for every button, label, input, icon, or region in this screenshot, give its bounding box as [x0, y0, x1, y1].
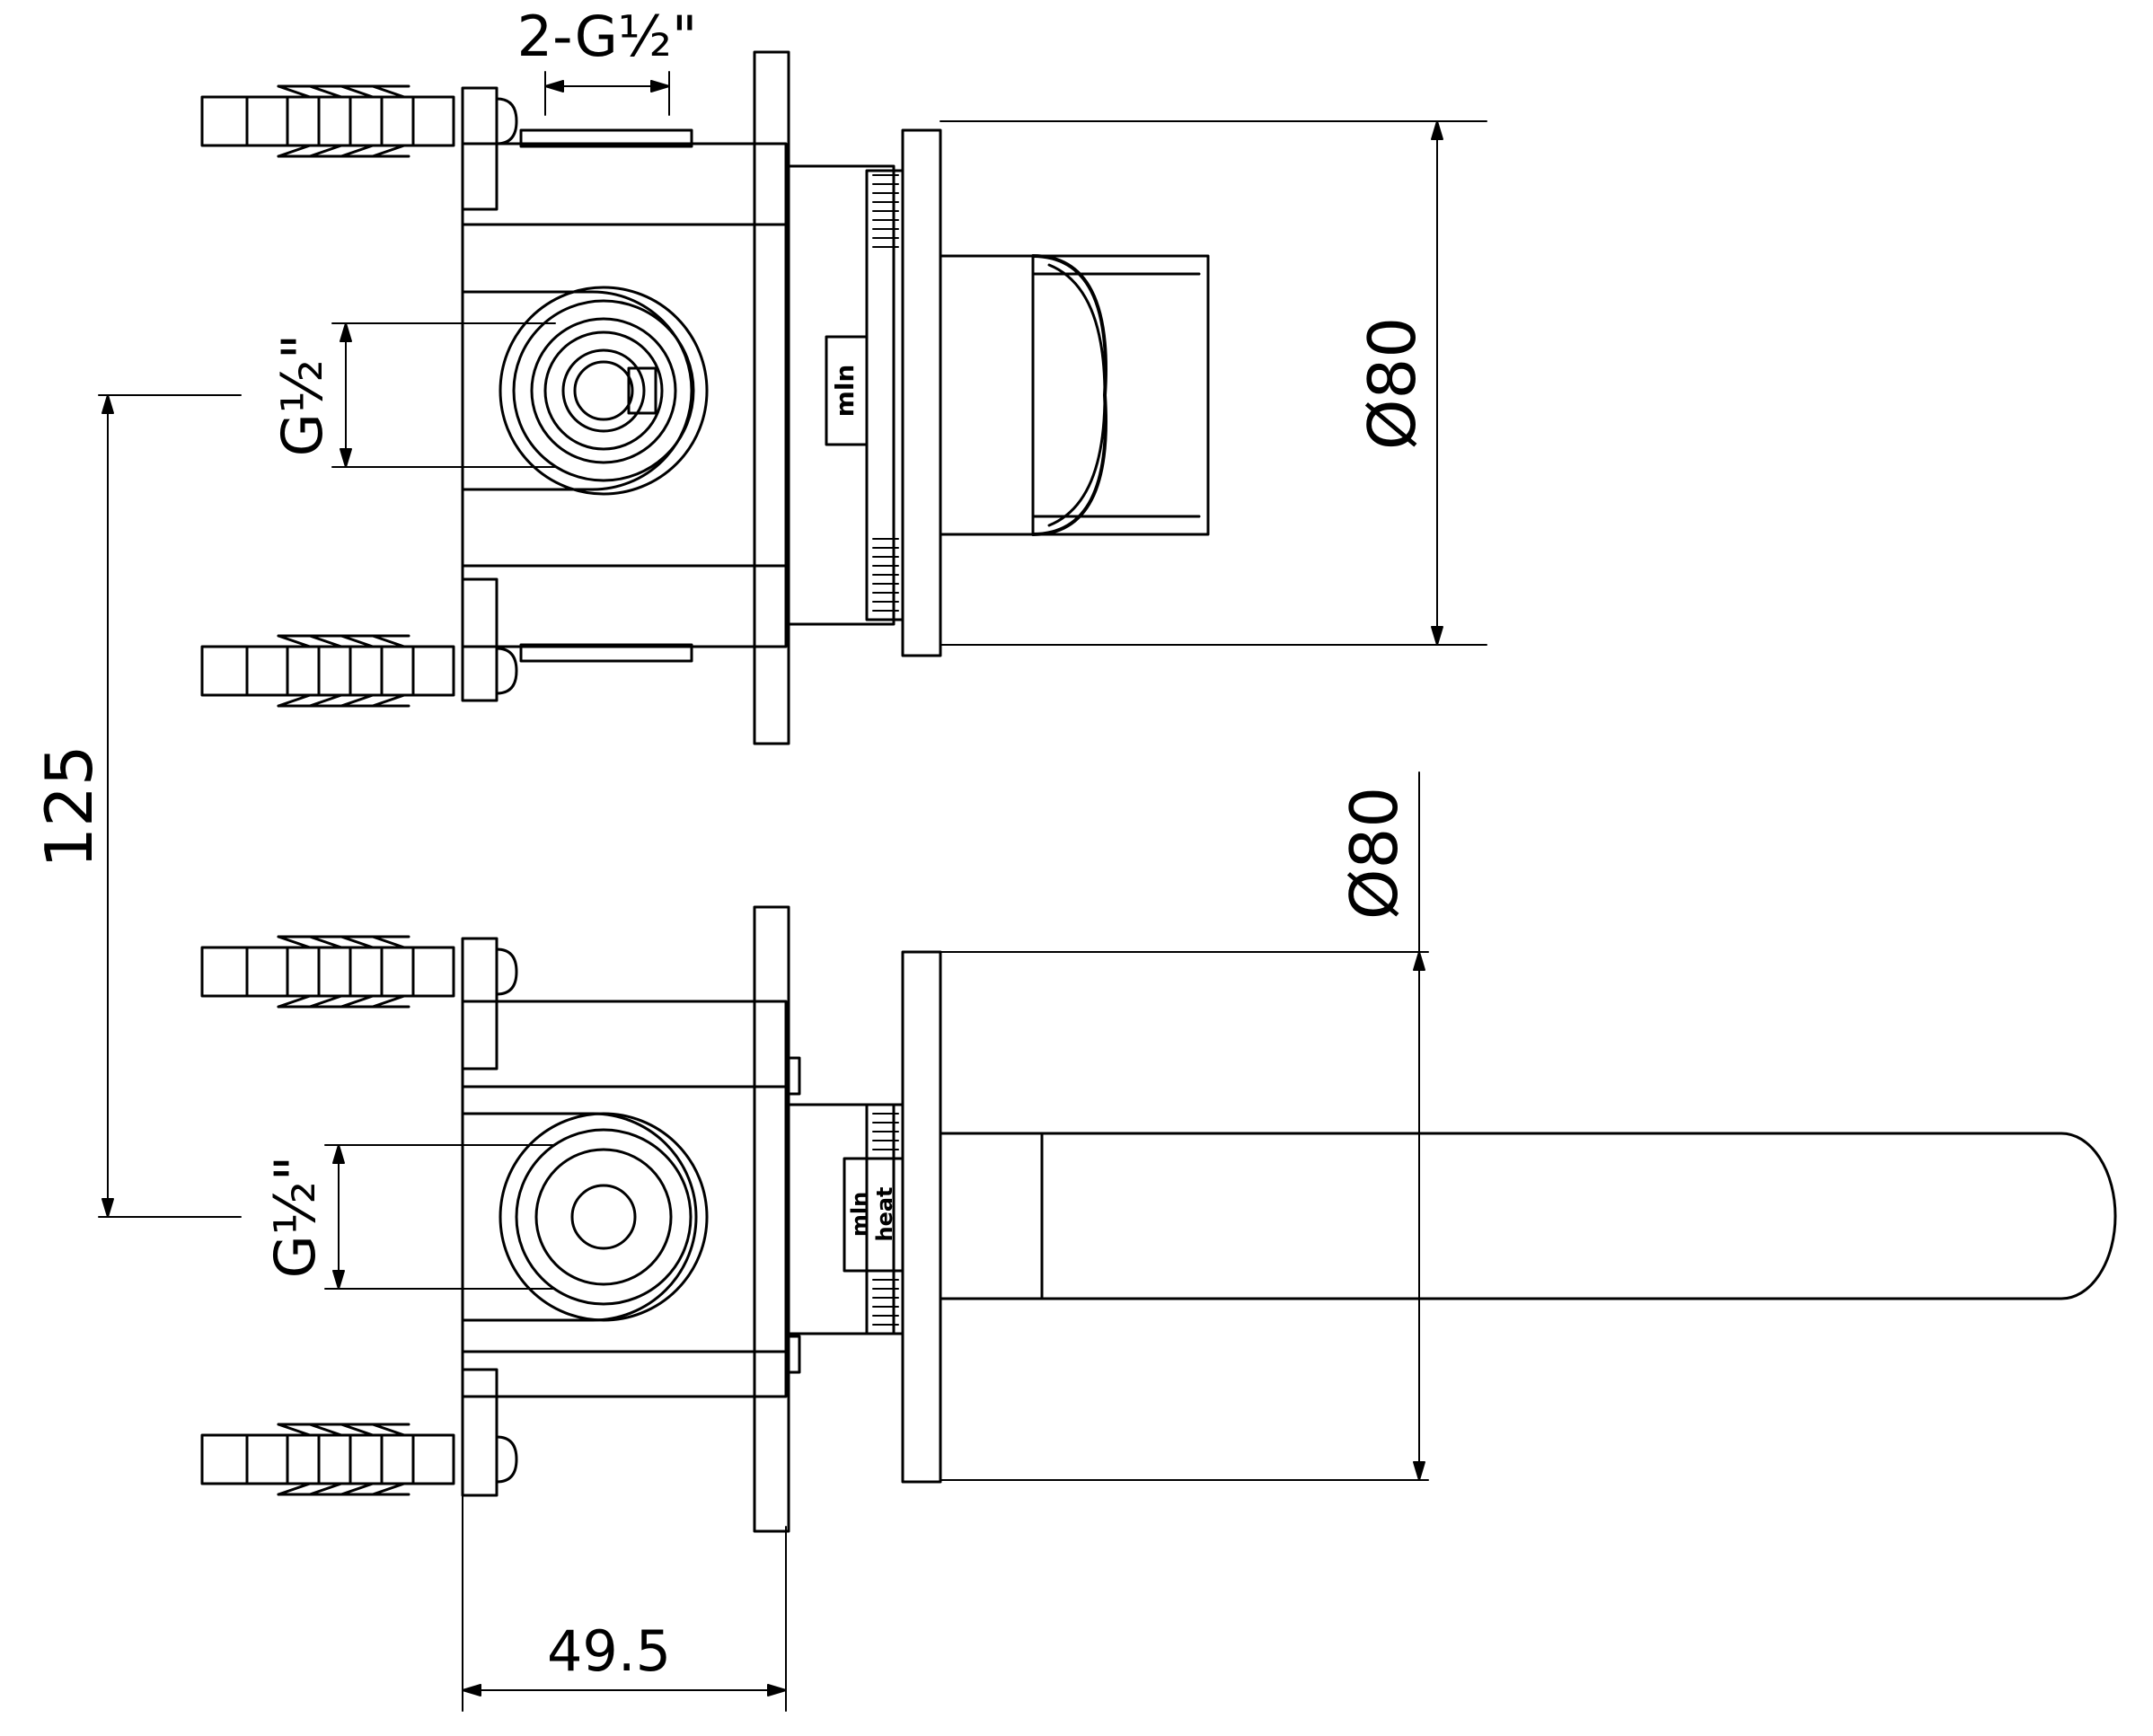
- upper-valve-assembly: mln: [200, 50, 1210, 745]
- lower-valve-assembly: mln heat: [200, 905, 2117, 1533]
- dim-vertical-spacing: 125: [31, 745, 107, 868]
- dim-lower-inlet-thread: G½": [262, 1156, 328, 1279]
- upper-handle: [939, 254, 1210, 536]
- lower-valve-body: [461, 1000, 801, 1398]
- lower-stamp-line2: heat: [872, 1186, 897, 1241]
- dim-upper-inlet-thread: G½": [269, 334, 335, 457]
- upper-wall-plug-top: [200, 84, 518, 211]
- dim-outlet-spacing: 2-G½": [517, 4, 698, 69]
- upper-valve-body: [461, 142, 788, 648]
- lower-spout: [939, 1132, 2117, 1300]
- dim-plate-diameter-lower: Ø80: [1337, 787, 1412, 920]
- upper-bracket: [753, 50, 790, 745]
- dimension-lines: [98, 71, 1487, 1712]
- lower-escutcheon-plate: [901, 950, 942, 1484]
- lower-wall-plug-top: [200, 935, 518, 1071]
- upper-wall-plug-bottom: [200, 577, 518, 708]
- lower-wall-plug-bottom: [200, 1368, 518, 1497]
- lower-stamp-line1: mln: [847, 1192, 872, 1237]
- upper-escutcheon-plate: [901, 128, 942, 657]
- lower-bracket: [753, 905, 790, 1533]
- dim-plate-diameter-upper: Ø80: [1354, 317, 1430, 450]
- upper-stamp: mln: [830, 365, 860, 418]
- dim-body-depth: 49.5: [547, 1618, 671, 1684]
